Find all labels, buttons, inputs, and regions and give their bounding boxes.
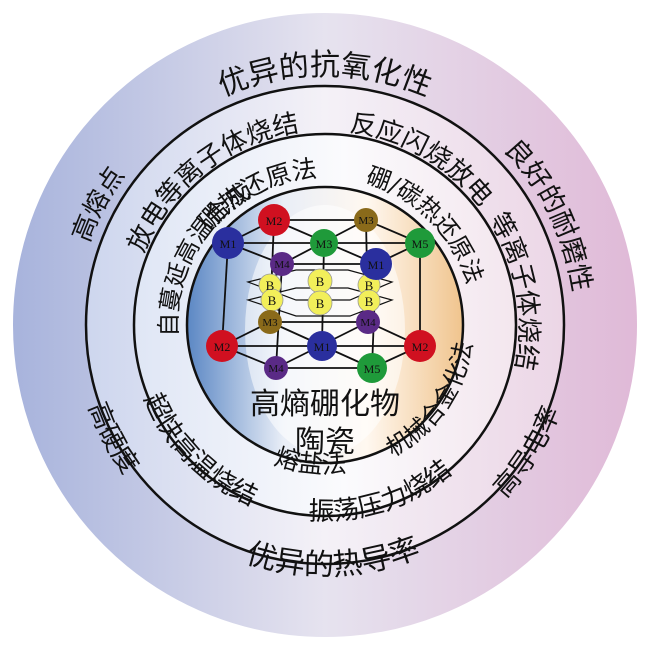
boron-label: B <box>365 278 374 293</box>
boron-label: B <box>266 278 275 293</box>
atom-label: M3 <box>358 215 374 227</box>
atom-label: M2 <box>412 340 429 354</box>
metal-atom-m3 <box>354 208 378 232</box>
atom-label: M1 <box>368 258 385 272</box>
boron-label: B <box>268 293 277 308</box>
metal-atom-m4 <box>264 356 288 380</box>
atom-label: M2 <box>266 214 283 228</box>
atom-label: M3 <box>316 237 333 251</box>
metal-atom-m2 <box>404 330 436 362</box>
metal-atom-m4 <box>270 252 294 276</box>
metal-atom-m2 <box>206 330 238 362</box>
center-title-line2: 陶瓷 <box>295 425 355 460</box>
metal-atom-m1 <box>360 248 392 280</box>
metal-atom-m5 <box>405 228 435 258</box>
atom-label: M4 <box>274 259 290 271</box>
boron-atom <box>307 290 333 316</box>
metal-atom-m1 <box>307 331 337 361</box>
metal-atoms: M2 M3 M1 M3 M5 M4 M1 M3 M4 M2 M1 M2 M4 M… <box>206 204 436 383</box>
metal-atom-m4 <box>356 310 380 334</box>
metal-atom-m1 <box>212 227 244 259</box>
boron-label: B <box>316 274 325 289</box>
boron-atoms: B B B B B B <box>258 268 381 316</box>
atom-label: M2 <box>214 340 231 354</box>
atom-label: M5 <box>412 237 429 251</box>
boron-label: B <box>365 294 374 309</box>
atom-label: M1 <box>314 340 331 354</box>
atom-label: M3 <box>262 317 278 329</box>
boron-label: B <box>316 296 325 311</box>
center-title-line1: 高熵硼化物 <box>250 387 400 422</box>
atom-label: M1 <box>220 237 237 251</box>
atom-label: M5 <box>364 362 381 376</box>
metal-atom-m2 <box>258 204 290 236</box>
metal-atom-m3 <box>258 310 282 334</box>
atom-label: M4 <box>268 363 284 375</box>
metal-atom-m3 <box>310 229 338 257</box>
metal-atom-m5 <box>357 353 387 383</box>
atom-label: M4 <box>360 317 376 329</box>
